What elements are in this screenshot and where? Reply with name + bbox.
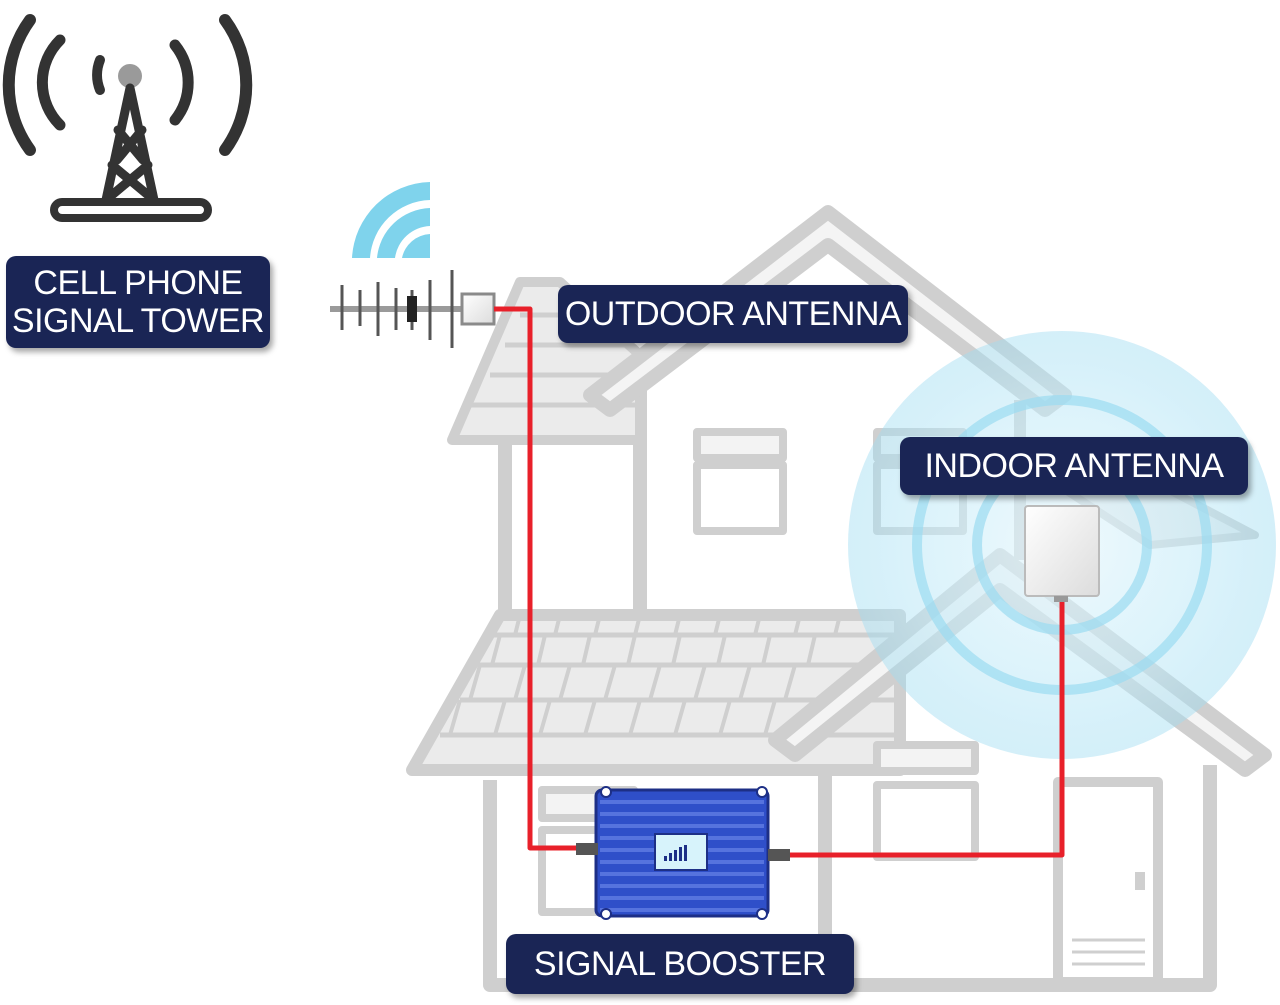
front-door — [1053, 777, 1163, 987]
tower-label-line2: SIGNAL TOWER — [11, 302, 265, 340]
indoor-antenna-icon — [1024, 505, 1100, 602]
indoor-antenna-label: INDOOR ANTENNA — [900, 437, 1248, 495]
outdoor-antenna-icon — [330, 182, 496, 348]
tower-label-line1: CELL PHONE — [33, 264, 243, 302]
signal-booster-icon — [576, 786, 790, 920]
signal-booster-label: SIGNAL BOOSTER — [506, 934, 854, 994]
outdoor-signal-waves-icon — [352, 182, 430, 258]
lower-window-3 — [873, 741, 979, 775]
cable-outdoor-to-booster — [494, 306, 578, 851]
outdoor-antenna-label: OUTDOOR ANTENNA — [558, 285, 908, 343]
cell-phone-signal-tower-label: CELL PHONE SIGNAL TOWER — [6, 256, 270, 348]
upper-window-1 — [693, 428, 787, 462]
cell-tower-icon — [2, 14, 253, 222]
coax-cables — [494, 306, 1065, 858]
upper-window-2 — [693, 461, 787, 535]
cable-booster-to-indoor — [790, 598, 1065, 858]
lower-window-4 — [873, 781, 979, 861]
antenna-connector-box — [460, 292, 496, 326]
